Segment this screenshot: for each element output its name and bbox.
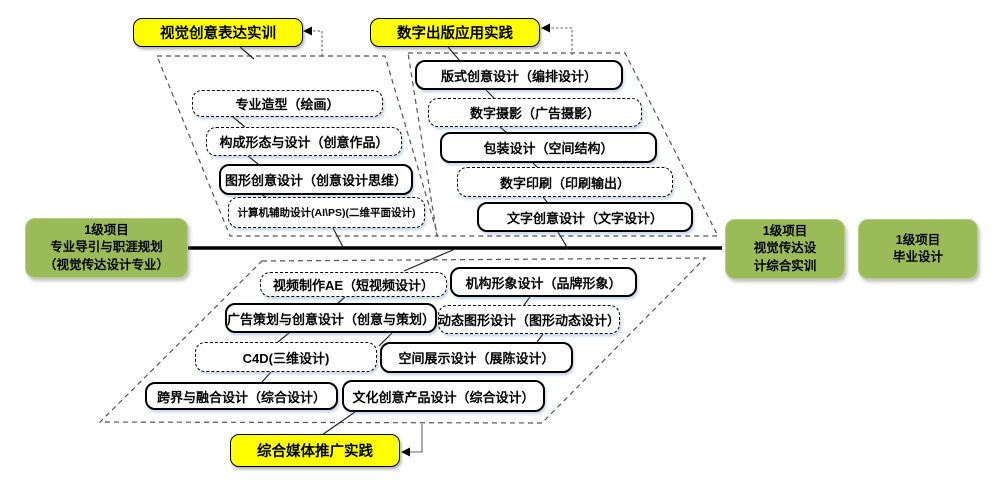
connector-line: [332, 227, 344, 248]
project-line: 专业导引与职涯规划: [50, 240, 163, 255]
course-modeling-drawing: 专业造型（绘画）: [192, 90, 383, 117]
project-line: 1级项目: [762, 223, 808, 238]
project-box-graduation-design: 1级项目 毕业设计: [858, 219, 978, 279]
course-crossover-fusion-design: 跨界与融合设计（综合设计）: [145, 382, 338, 410]
course-layout-design: 版式创意设计（编排设计）: [415, 60, 623, 90]
arrowheads: [303, 23, 550, 457]
connector-line: [378, 332, 393, 347]
connector-line: [485, 89, 495, 99]
arrow-left-icon: [303, 26, 312, 36]
project-line: 计综合实训: [753, 258, 817, 273]
project-box-career-intro: 1级项目 专业导引与职涯规划 （视觉传达设计专业）: [25, 218, 188, 278]
hook-line-integrated-media: [408, 424, 423, 453]
course-typography-design: 文字创意设计（文字设计）: [477, 202, 693, 232]
project-line: 1级项目: [895, 232, 941, 247]
connector-line: [523, 296, 531, 306]
connector-line: [277, 332, 290, 343]
course-video-production-ae: 视频制作AE（短视频设计）: [260, 272, 447, 297]
course-composition-design: 构成形态与设计（创意作品）: [206, 127, 402, 156]
course-computer-aided-design: 计算机辅助设计(AI\PS)(二维平面设计): [228, 197, 425, 228]
connector-line: [403, 248, 456, 272]
connector-line: [261, 371, 272, 383]
connector-line: [447, 46, 461, 62]
project-line: （视觉传达设计专业）: [43, 257, 169, 272]
project-line: 毕业设计: [892, 250, 943, 264]
connector-line: [239, 46, 255, 60]
connector-line: [536, 333, 544, 343]
hook-line-visual-creative: [309, 30, 323, 56]
practice-box-visual-creative: 视觉创意表达实训: [133, 18, 303, 47]
project-line: 1级项目: [84, 222, 129, 237]
course-motion-graphics: 动态图形设计（图形动态设计）: [438, 305, 620, 334]
course-packaging-design: 包装设计（空间结构）: [440, 132, 657, 163]
project-line: 视觉传达设: [753, 241, 817, 256]
course-digital-photography: 数字摄影（广告摄影）: [428, 98, 642, 127]
connector-line: [542, 196, 548, 203]
connector-line: [321, 411, 356, 436]
course-ad-planning-creative: 广告策划与创意设计（创意与策划）: [225, 303, 437, 333]
connector-line: [557, 231, 569, 250]
course-cultural-creative-product: 文化创意产品设计（综合设计）: [342, 380, 545, 412]
arrow-left-icon: [541, 23, 550, 33]
connector-line: [232, 116, 246, 128]
course-graphic-creative-design: 图形创意设计（创意设计思维）: [219, 164, 413, 195]
arrow-left-icon: [401, 447, 410, 457]
project-box-comprehensive-training: 1级项目 视觉传达设 计综合实训: [725, 219, 845, 279]
course-brand-identity-design: 机构形象设计（品牌形象）: [450, 267, 637, 297]
group-outline-digital-publishing: [407, 52, 719, 237]
connector-line: [336, 296, 346, 305]
course-digital-printing: 数字印刷（印刷输出）: [457, 167, 673, 197]
course-c4d-3d: C4D(三维设计): [195, 342, 377, 372]
hook-line-digital-publishing: [547, 27, 573, 55]
hook-lines: [309, 27, 573, 453]
connector-line: [247, 155, 259, 165]
practice-box-digital-publishing: 数字出版应用实践: [370, 18, 540, 47]
course-space-exhibition-design: 空间展示设计（展陈设计）: [380, 342, 573, 373]
practice-box-integrated-media: 综合媒体推广实践: [230, 434, 400, 467]
